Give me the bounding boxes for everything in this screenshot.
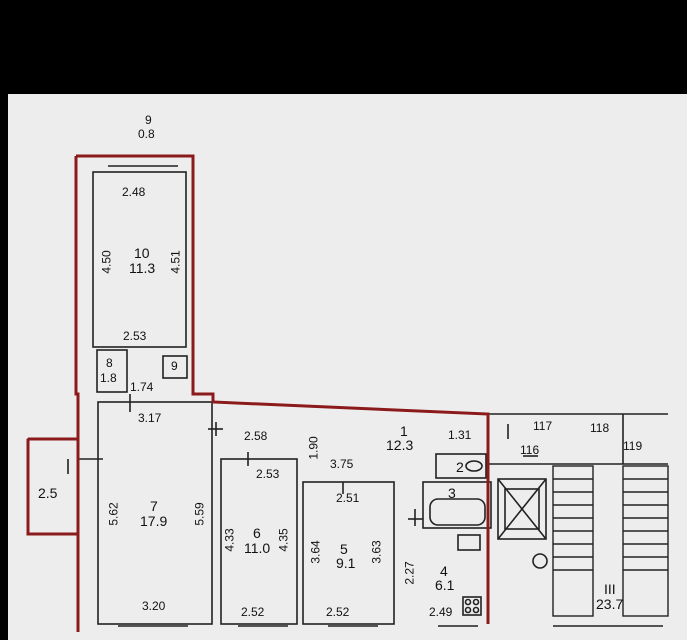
toilet — [465, 460, 483, 472]
bathtub — [429, 498, 486, 526]
dim-5-59: 5.59 — [192, 502, 207, 526]
room-10-area: 11.3 — [129, 260, 156, 276]
dim-3-17: 3.17 — [138, 411, 162, 425]
room-8-area: 1.8 — [100, 371, 117, 385]
room-3-number: 3 — [448, 485, 456, 501]
dim-2-27: 2.27 — [402, 561, 417, 585]
room-1-area: 12.3 — [386, 437, 414, 453]
room-6-area: 11.0 — [244, 540, 271, 556]
room-7-area: 17.9 — [140, 513, 168, 529]
room-119-number: 119 — [623, 439, 643, 453]
floor-plan-drawing — [26, 154, 669, 632]
balcony-dim: 2.5 — [38, 485, 58, 501]
dim-1-74: 1.74 — [130, 380, 154, 394]
dim-3-64: 3.64 — [308, 540, 323, 564]
dim-2-52-b: 2.52 — [326, 605, 350, 619]
dim-3-20: 3.20 — [142, 599, 166, 613]
dim-4-33: 4.33 — [222, 528, 237, 552]
dim-2-53: 2.53 — [123, 329, 147, 343]
dim-3-75: 3.75 — [330, 457, 354, 471]
room-7-number: 7 — [150, 498, 158, 514]
dim-3-63: 3.63 — [369, 540, 384, 564]
room-5-outline — [302, 481, 395, 625]
stair-well-circle — [532, 553, 548, 569]
dim-1-90: 1.90 — [306, 436, 321, 460]
room-117-number: 117 — [533, 419, 553, 433]
stove — [462, 596, 482, 616]
room-116-number: 116 — [520, 443, 540, 457]
room-9-small-outline — [162, 355, 188, 379]
room-5-number: 5 — [340, 541, 348, 557]
dim-4-50: 4.50 — [99, 250, 114, 274]
room-9-number: 9 — [145, 113, 152, 127]
dim-4-35: 4.35 — [276, 528, 291, 552]
dim-2-53-b: 2.53 — [256, 467, 280, 481]
room-9-area: 0.8 — [138, 127, 155, 141]
dim-1-31: 1.31 — [448, 428, 472, 442]
room-7-outline — [97, 401, 213, 625]
dim-2-51: 2.51 — [336, 491, 360, 505]
room-6-number: 6 — [253, 525, 261, 541]
room-118-number: 118 — [590, 421, 610, 435]
elevator-shaft — [497, 478, 547, 540]
room-10-number: 10 — [134, 245, 150, 261]
room-8-outline — [96, 349, 128, 393]
apartment-boundary — [26, 154, 490, 632]
dim-2-52-a: 2.52 — [241, 605, 265, 619]
room-4-area: 6.1 — [435, 577, 455, 593]
room-III-number: III — [604, 581, 616, 597]
room-III-area: 23.7 — [596, 596, 624, 612]
room-10-outline — [92, 171, 187, 348]
floor-plan: 9 0.8 10 11.3 8 1.8 9 7 17.9 1 12.3 6 11… — [8, 94, 687, 640]
room-3-outline — [422, 481, 492, 529]
room-1-number: 1 — [400, 423, 408, 439]
dim-2-48: 2.48 — [122, 185, 146, 199]
dim-2-58: 2.58 — [244, 429, 268, 443]
room-6-outline — [220, 458, 298, 625]
room-4-number: 4 — [440, 563, 448, 579]
dim-4-51: 4.51 — [168, 250, 183, 274]
dim-5-62: 5.62 — [106, 502, 121, 526]
room-5-area: 9.1 — [336, 555, 356, 571]
sink — [457, 534, 481, 551]
dim-2-49: 2.49 — [429, 605, 453, 619]
staircase — [552, 465, 669, 617]
room-2-outline — [435, 453, 487, 479]
room-8-number: 8 — [106, 356, 113, 370]
room-2-number: 2 — [456, 459, 464, 475]
room-9-small-number: 9 — [171, 359, 178, 373]
